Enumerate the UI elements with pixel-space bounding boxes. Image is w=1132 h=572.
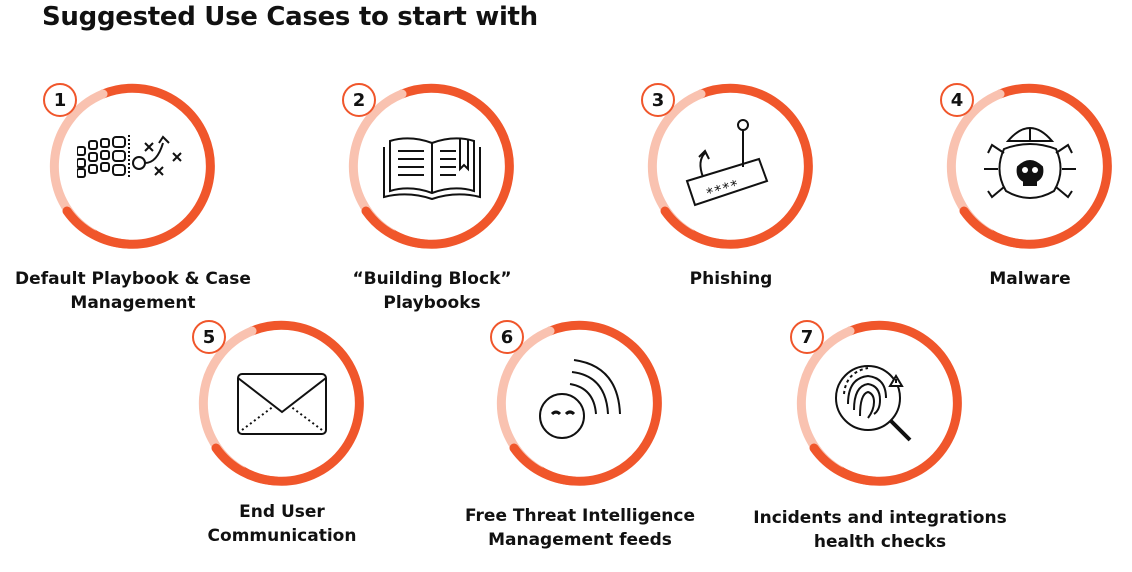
threat-signal-icon [539,359,621,439]
use-case-title-line2: Management feeds [488,530,672,550]
step-number-badge: 3 [641,83,675,117]
svg-text:****: **** [704,177,741,202]
step-number-badge: 5 [192,320,226,354]
progress-ring [49,83,215,249]
use-case-title-line1: Malware [989,269,1071,289]
phishing-hook-password-icon: **** [685,119,769,207]
step-number-badge: 2 [342,83,376,117]
use-case-title-line1: Default Playbook & Case [15,269,251,289]
progress-ring [796,320,962,486]
step-number-badge: 6 [490,320,524,354]
use-case-title-line2: health checks [813,532,947,552]
use-case-title-line2: Playbooks [383,293,481,313]
use-case-title-line1: Incidents and integrations [753,508,1007,528]
page-title: Suggested Use Cases to start with [42,2,538,32]
use-case-title-line2: Management [70,293,196,313]
use-case-title-line1: Phishing [689,269,773,289]
step-number-badge: 1 [43,83,77,117]
use-case-title-line1: “Building Block” [352,269,512,289]
progress-ring [647,83,813,249]
progress-ring [348,83,514,249]
step-number-badge: 7 [790,320,824,354]
progress-ring [496,320,662,486]
fingerprint-magnifier-icon [835,365,912,442]
use-case-title-line1: Free Threat Intelligence [465,506,695,526]
step-number-badge: 4 [940,83,974,117]
progress-ring [946,83,1112,249]
use-case-title-line1: End User [239,502,325,522]
open-book-icon [383,137,481,201]
playbook-strategy-icon [77,135,182,178]
progress-ring [198,320,364,486]
envelope-icon [237,373,327,435]
use-case-title-line2: Communication [207,526,357,546]
malware-bug-skull-icon [984,127,1076,199]
